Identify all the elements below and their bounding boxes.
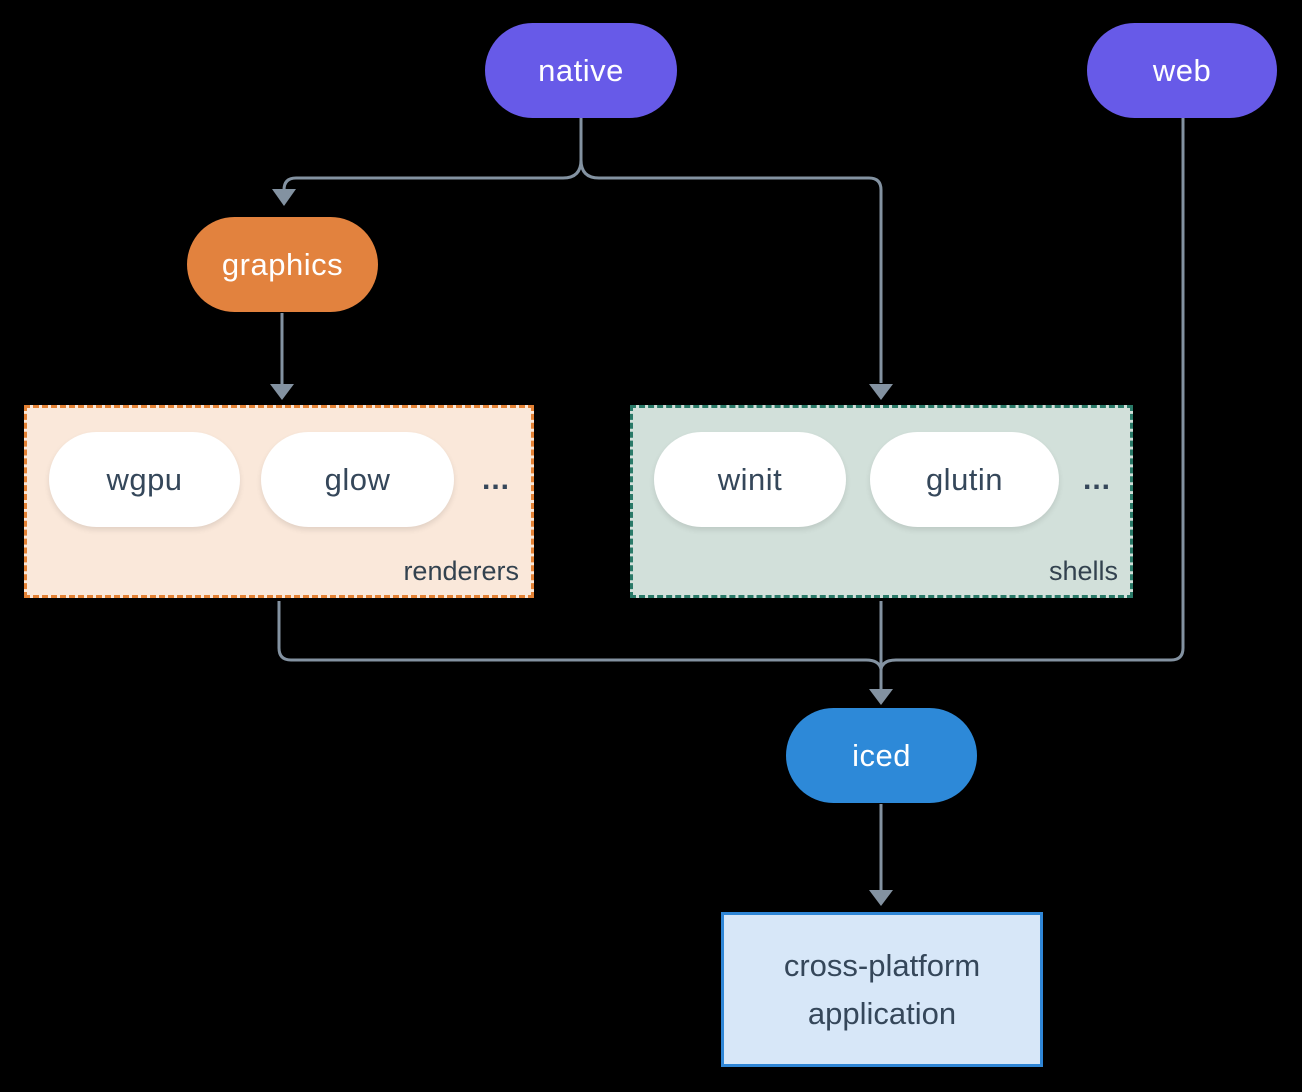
- node-iced: iced: [786, 708, 977, 803]
- node-graphics-label: graphics: [221, 246, 344, 282]
- edge-web-to-merge: [879, 118, 1185, 670]
- edge-native-to-shells: [579, 159, 883, 383]
- group-shells: winit glutin ... shells: [630, 405, 1133, 598]
- arrowhead-shells: [869, 384, 893, 400]
- edge-renderers-to-merge: [277, 601, 883, 670]
- node-glow: glow: [261, 432, 454, 527]
- group-shells-title: shells: [1048, 556, 1118, 586]
- arrowhead-app: [869, 890, 893, 906]
- node-native: native: [485, 23, 677, 118]
- arrowhead-iced: [869, 689, 893, 705]
- node-glutin: glutin: [870, 432, 1059, 527]
- arrowhead-renderers: [270, 384, 294, 400]
- shells-ellipsis: ...: [1083, 462, 1112, 496]
- arrowhead-graphics: [272, 189, 296, 206]
- group-renderers: wgpu glow ... renderers: [24, 405, 534, 598]
- app-label-line2: application: [807, 995, 957, 1031]
- renderers-ellipsis: ...: [482, 462, 511, 496]
- node-web: web: [1087, 23, 1277, 118]
- node-native-label: native: [538, 52, 624, 88]
- node-iced-label: iced: [852, 737, 911, 773]
- node-wgpu: wgpu: [49, 432, 240, 527]
- group-renderers-title: renderers: [403, 556, 519, 586]
- node-graphics: graphics: [187, 217, 378, 312]
- node-cross-platform-application: cross-platform application: [721, 912, 1043, 1067]
- node-web-label: web: [1152, 52, 1212, 88]
- node-wgpu-label: wgpu: [106, 461, 183, 497]
- node-winit: winit: [654, 432, 846, 527]
- node-winit-label: winit: [717, 461, 783, 497]
- node-glutin-label: glutin: [925, 461, 1004, 497]
- node-glow-label: glow: [324, 461, 391, 497]
- app-label-line1: cross-platform: [783, 947, 981, 983]
- edge-native-to-graphics: [282, 118, 583, 191]
